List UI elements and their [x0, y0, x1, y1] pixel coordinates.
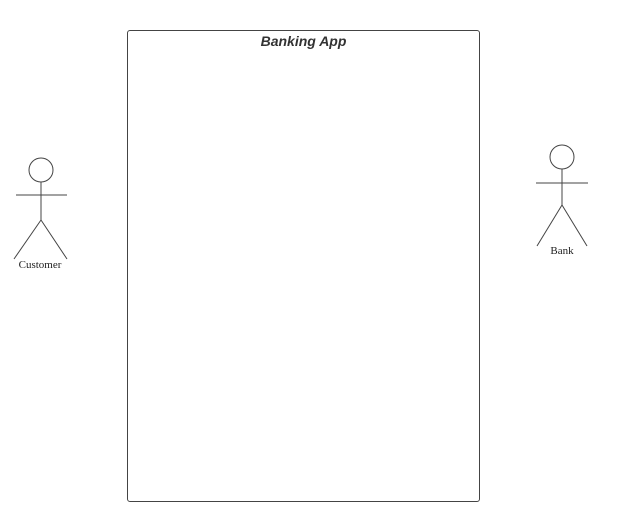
- stick-figure-icon: [536, 144, 588, 247]
- system-boundary[interactable]: Banking App: [127, 30, 480, 502]
- system-title: Banking App: [260, 33, 347, 49]
- actor-bank[interactable]: Bank: [532, 142, 592, 262]
- actor-label-customer: Customer: [18, 259, 62, 271]
- actor-label-bank: Bank: [550, 245, 574, 257]
- actor-customer[interactable]: Customer: [10, 155, 70, 275]
- stick-figure-icon: [13, 157, 68, 260]
